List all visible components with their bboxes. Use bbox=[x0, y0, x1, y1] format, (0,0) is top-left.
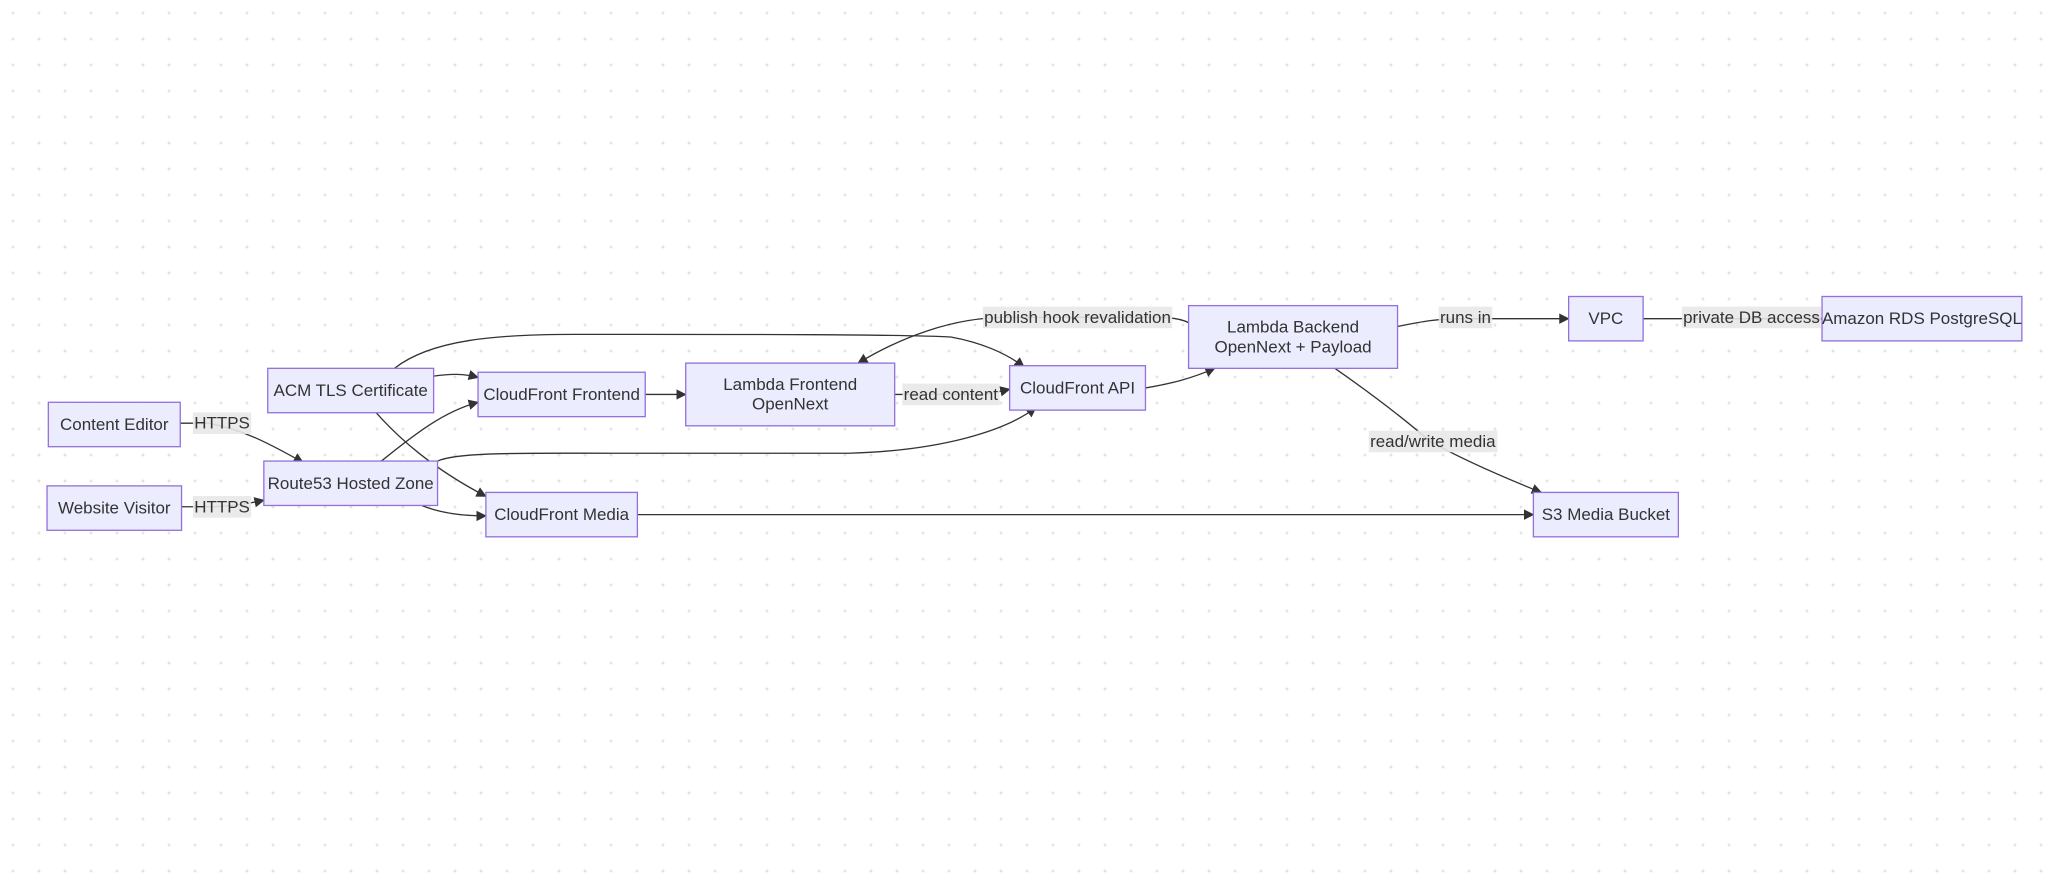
node-label: CloudFront Frontend bbox=[483, 385, 640, 404]
node-label: CloudFront Media bbox=[494, 505, 629, 524]
edge-label-text: runs in bbox=[1440, 308, 1491, 327]
node-website-visitor[interactable]: Website Visitor bbox=[46, 485, 183, 531]
node-label: Amazon RDS PostgreSQL bbox=[1822, 309, 2022, 328]
edge-label-e1: HTTPS bbox=[192, 412, 252, 434]
edge-label-e14: private DB access bbox=[1681, 306, 1822, 329]
node-label: Route53 Hosted Zone bbox=[268, 474, 434, 493]
edge-label-e13: runs in bbox=[1438, 306, 1493, 329]
edge-label-e15: read/write media bbox=[1368, 430, 1498, 453]
node-label: ACM TLS Certificate bbox=[274, 381, 428, 400]
node-acm[interactable]: ACM TLS Certificate bbox=[267, 367, 435, 414]
node-cf-frontend[interactable]: CloudFront Frontend bbox=[477, 371, 646, 418]
edge-label-text: HTTPS bbox=[194, 414, 250, 433]
edge-label-text: private DB access bbox=[1683, 308, 1820, 327]
node-label: Lambda Backend bbox=[1227, 318, 1359, 337]
node-label: S3 Media Bucket bbox=[1542, 505, 1671, 524]
edge-label-e12: publish hook revalidation bbox=[982, 306, 1173, 329]
edge-label-text: read/write media bbox=[1370, 432, 1496, 451]
node-label: Content Editor bbox=[60, 415, 169, 434]
node-cf-api[interactable]: CloudFront API bbox=[1008, 365, 1147, 411]
node-cf-media[interactable]: CloudFront Media bbox=[485, 491, 639, 538]
node-label: Website Visitor bbox=[58, 499, 171, 518]
node-label: VPC bbox=[1588, 309, 1623, 328]
edge-label-text: read content bbox=[904, 385, 999, 404]
node-label: OpenNext bbox=[752, 395, 829, 414]
edge-label-text: publish hook revalidation bbox=[984, 308, 1171, 327]
edge-cf_api-to-lambda_backend bbox=[1145, 367, 1216, 389]
edge-acm-to-cf_frontend bbox=[433, 369, 480, 381]
node-content-editor[interactable]: Content Editor bbox=[47, 401, 181, 448]
node-vpc[interactable]: VPC bbox=[1567, 295, 1644, 342]
edge-route53-to-cf_api bbox=[437, 406, 1037, 462]
node-label: Lambda Frontend bbox=[723, 375, 857, 394]
node-label: OpenNext + Payload bbox=[1215, 337, 1372, 356]
edge-label-e2: HTTPS bbox=[192, 495, 252, 518]
node-route53[interactable]: Route53 Hosted Zone bbox=[263, 460, 439, 507]
edge-acm-to-cf_media bbox=[375, 412, 487, 497]
edge-labels-layer: HTTPS HTTPS read content publish hook reval… bbox=[192, 306, 1822, 518]
edge-route53-to-cf_media bbox=[421, 504, 487, 522]
edge-lambda_backend-to-s3 bbox=[1334, 367, 1543, 494]
node-rds[interactable]: Amazon RDS PostgreSQL bbox=[1821, 295, 2023, 342]
edge-label-text: HTTPS bbox=[194, 497, 250, 516]
edge-acm-to-cf_api bbox=[394, 333, 1025, 369]
node-label: CloudFront API bbox=[1020, 378, 1135, 397]
node-s3[interactable]: S3 Media Bucket bbox=[1532, 491, 1680, 538]
edge-route53-to-cf_frontend bbox=[380, 399, 480, 462]
edge-label-e10: read content bbox=[902, 383, 1000, 406]
